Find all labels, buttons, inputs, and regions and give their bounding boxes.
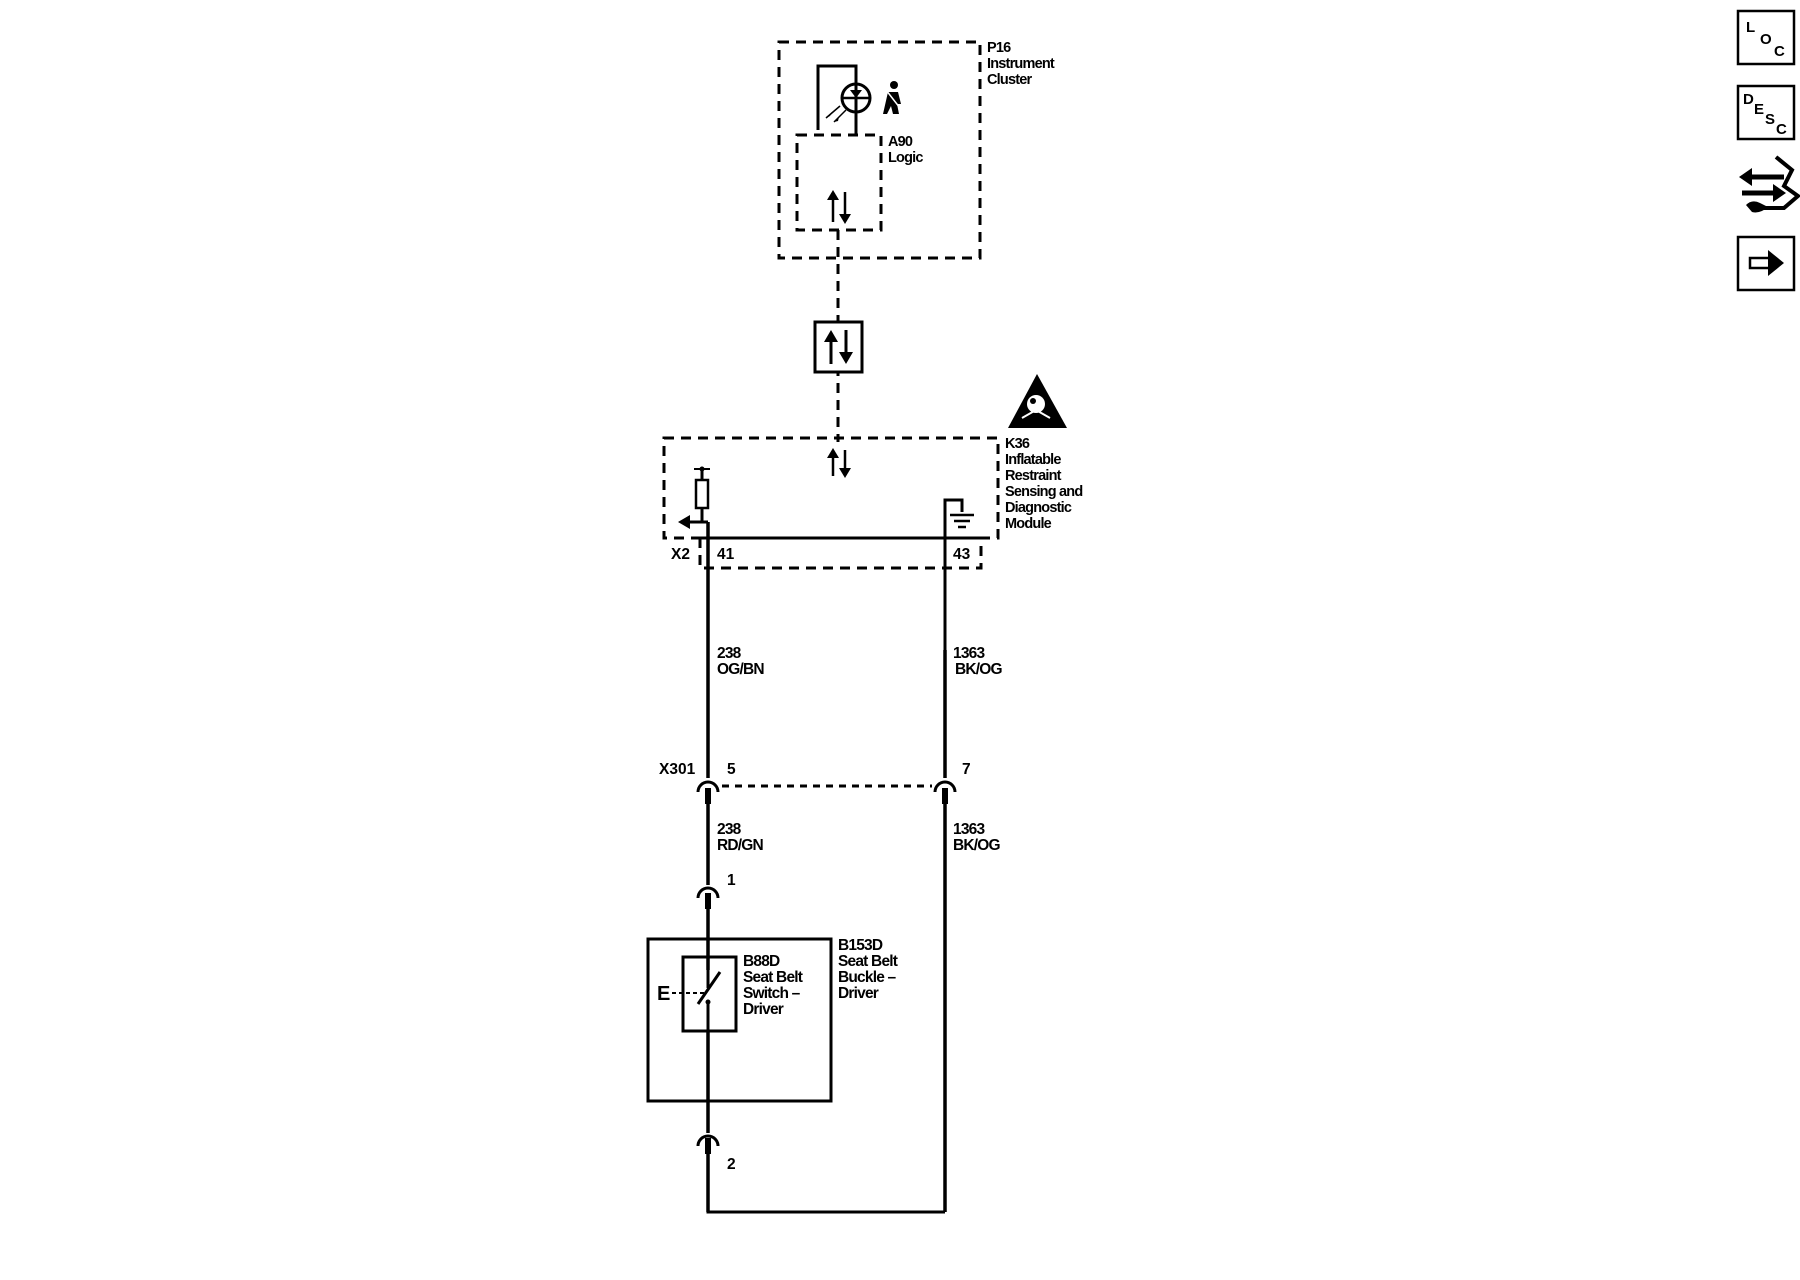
b88d-ref-label: B88D <box>743 953 780 970</box>
wire-lower-right-color: BK/OG <box>953 837 1001 854</box>
b153d-name-line2: Buckle – <box>838 969 897 986</box>
k36-name-line4: Diagnostic <box>1005 500 1072 516</box>
b153d-name-line1: Seat Belt <box>838 953 898 970</box>
x301-connector-label: X301 <box>659 761 696 778</box>
wire-upper-right-color: BK/OG <box>955 661 1003 678</box>
airbag-warning-triangle-icon <box>1008 374 1067 428</box>
b153d-ref-label: B153D <box>838 937 883 954</box>
serial-data-box <box>813 320 864 374</box>
b88d-name-line1: Seat Belt <box>743 969 803 986</box>
p16-dashed-outline <box>777 40 982 260</box>
circuit-238-wire <box>700 510 710 1212</box>
wire-upper-left-color: OG/BN <box>717 661 764 678</box>
desc-letter-e: E <box>1754 101 1764 118</box>
loc-letter-o: O <box>1760 31 1772 48</box>
switch-pin-1-terminal: 1 <box>696 872 736 909</box>
k36-inflatable-restraint-module: K36 Inflatable Restraint Sensing and Dia… <box>662 374 1083 650</box>
arrow-right-icon <box>1748 250 1784 276</box>
p16-instrument-cluster: P16 Instrument Cluster A90 Logic <box>777 40 1056 260</box>
desc-letter-s: S <box>1765 111 1775 128</box>
k36-name-line3: Sensing and <box>1005 484 1082 500</box>
ground-symbol-icon <box>943 498 974 650</box>
desc-letter-d: D <box>1743 91 1754 108</box>
k36-name-line5: Module <box>1005 516 1052 532</box>
wire-upper-right-circuit: 1363 <box>953 645 985 662</box>
serial-data-arrows-icon <box>827 190 851 224</box>
p16-name-line1: Instrument <box>987 56 1055 72</box>
x301-pin-7-label: 7 <box>962 761 971 778</box>
b153d-outline <box>646 937 833 1103</box>
wire-lower-left-circuit: 238 <box>717 821 742 838</box>
switch-pin-2-label: 2 <box>727 1156 736 1173</box>
switch-contact-icon <box>696 970 722 1031</box>
serial-data-box-arrows-icon <box>824 330 853 364</box>
b153d-seat-belt-buckle: B153D Seat Belt Buckle – Driver E B88D S… <box>646 937 899 1103</box>
signal-input-arrow-icon <box>678 515 702 529</box>
b153d-name-line3: Driver <box>838 985 879 1002</box>
k36-ref-label: K36 <box>1005 436 1030 452</box>
p16-name-line2: Cluster <box>987 72 1033 88</box>
wire-lower-right-circuit: 1363 <box>953 821 985 838</box>
switch-pin-1-label: 1 <box>727 872 736 889</box>
b88d-name-line3: Driver <box>743 1001 784 1018</box>
desc-letter-c: C <box>1776 121 1787 138</box>
desc-button[interactable]: D E S C <box>1736 84 1796 141</box>
wire-upper-left-circuit: 238 <box>717 645 742 662</box>
switch-symbol-letter: E <box>657 983 670 1005</box>
pull-up-resistor-icon <box>694 466 710 510</box>
bottom-ground-return-wire <box>706 1160 945 1214</box>
x301-inline-connector: X301 5 7 <box>659 761 971 804</box>
switch-pin-2-terminal: 2 <box>696 1133 736 1173</box>
x2-pin-43-label: 43 <box>953 546 971 563</box>
k36-name-line2: Restraint <box>1005 468 1062 484</box>
x301-pin-5-label: 5 <box>727 761 736 778</box>
loc-button[interactable]: L O C <box>1736 9 1796 66</box>
connector-end-view-button[interactable] <box>1739 155 1800 213</box>
p16-ref-label: P16 <box>987 40 1011 56</box>
b88d-seat-belt-switch: E B88D Seat Belt Switch – Driver <box>657 953 804 1033</box>
k36-serial-data-arrows-icon <box>827 448 851 478</box>
wire-lower-left-color: RD/GN <box>717 837 764 854</box>
k36-name-line1: Inflatable <box>1005 452 1061 468</box>
loc-letter-c: C <box>1774 43 1785 60</box>
connector-end-view-icon <box>1739 155 1800 213</box>
x2-connector-dashed-outline <box>698 536 983 570</box>
next-button[interactable] <box>1736 235 1796 292</box>
seat-belt-person-icon <box>883 81 901 114</box>
a90-ref-label: A90 <box>888 134 913 150</box>
k36-dashed-outline <box>662 436 1000 540</box>
seat-belt-indicator-lamp-icon <box>816 64 872 134</box>
b88d-name-line2: Switch – <box>743 985 801 1002</box>
loc-letter-l: L <box>1746 19 1755 36</box>
a90-logic-dashed-outline <box>795 133 883 232</box>
x2-pin-41-label: 41 <box>717 546 735 563</box>
a90-name-label: Logic <box>888 150 923 166</box>
x2-connector-label: X2 <box>671 546 690 563</box>
